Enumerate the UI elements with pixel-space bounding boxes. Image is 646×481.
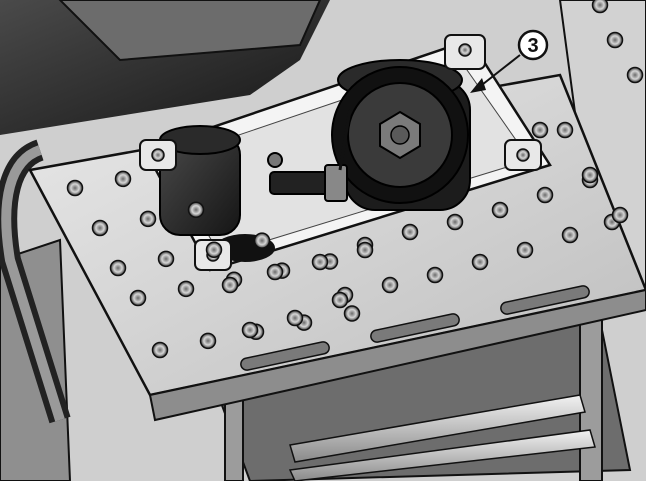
plate-slots (240, 285, 590, 371)
perforation-hole (561, 226, 579, 244)
mounting-bracket-top (444, 34, 486, 70)
perforation-hole (286, 309, 304, 327)
perforation-hole (446, 213, 464, 231)
perforation-hole (177, 280, 195, 298)
perforation-hole (471, 253, 489, 271)
perforation-hole (611, 206, 629, 224)
perforation-hole (187, 201, 205, 219)
perforation-hole (581, 166, 599, 184)
callout-arrowhead (470, 78, 486, 93)
perforation-hole (491, 201, 509, 219)
perforation-hole (556, 121, 574, 139)
perforation-hole (426, 266, 444, 284)
filter-cap (331, 66, 469, 204)
callout-leader-line (477, 54, 521, 89)
perforation-hole (311, 253, 329, 271)
perforation-hole (356, 241, 374, 259)
perforation-hole (401, 223, 419, 241)
upper-window-panel (58, 0, 322, 62)
perforation-hole (516, 241, 534, 259)
plate-front-edge (148, 288, 646, 422)
perforation-hole (221, 276, 239, 294)
perforation-hole (591, 0, 609, 14)
perforation-hole (109, 259, 127, 277)
ladder-rail-left (224, 394, 244, 481)
dark-cylinder-left (159, 125, 241, 236)
ladder-rail-right (579, 309, 603, 481)
perforation-holes (66, 0, 644, 359)
perforation-hole (129, 289, 147, 307)
perforation-hole (343, 305, 361, 322)
callout-circle (517, 29, 549, 61)
perforation-hole (606, 31, 624, 49)
perforation-hole (331, 291, 349, 309)
perforation-hole (114, 170, 132, 188)
perforation-hole (91, 219, 109, 237)
mounting-bracket-left (139, 139, 177, 171)
callout-number-3: 3 (527, 35, 538, 57)
perforation-hole (66, 179, 84, 197)
perforation-hole (626, 66, 644, 84)
mounting-bracket-right (504, 139, 542, 171)
perforation-hole (151, 341, 169, 359)
perforation-hole (536, 186, 554, 204)
sensor-connector (267, 109, 352, 202)
threaded-rods (288, 394, 596, 481)
perforation-hole (199, 332, 217, 350)
perforation-hole (266, 263, 284, 281)
perforation-hole (157, 250, 175, 268)
perforation-hole (139, 210, 157, 228)
perforation-hole (531, 121, 549, 139)
left-tube-highlight (1, 145, 65, 422)
perforation-hole (253, 232, 271, 249)
perforation-hole (205, 241, 223, 259)
perforation-hole (241, 321, 259, 339)
perforation-hole (381, 276, 399, 294)
